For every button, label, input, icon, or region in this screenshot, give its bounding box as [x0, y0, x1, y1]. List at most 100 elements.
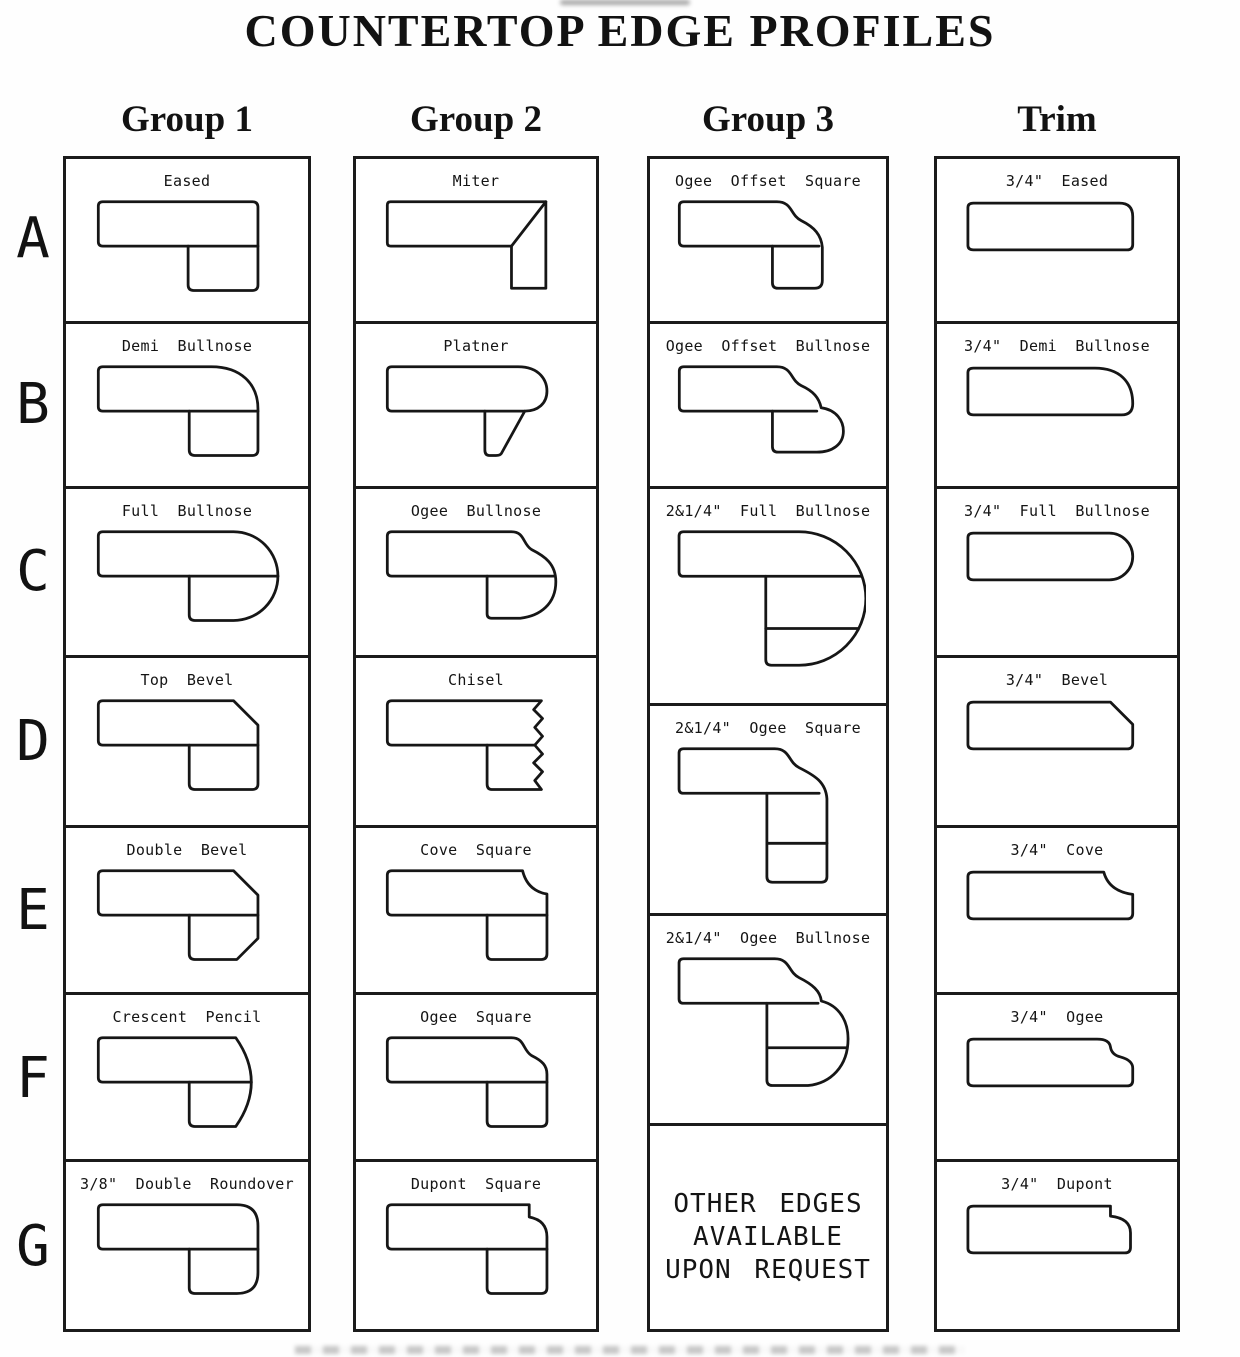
- column-trim: 3/4" Eased 3/4" Demi Bullnose 3/4" Full …: [934, 156, 1180, 1332]
- 2-1-4-full-bullnose-profile-drawing: [677, 530, 866, 667]
- cell-trim-ogee: 3/4" Ogee: [937, 995, 1177, 1162]
- ogee-square-profile-drawing: [385, 1036, 549, 1128]
- double-roundover-profile-drawing: [96, 1203, 260, 1295]
- profile-label: 3/8" Double Roundover: [80, 1174, 294, 1193]
- cell-group1-top-bevel: Top Bevel: [66, 658, 308, 828]
- trim-full-bullnose-profile-drawing: [966, 532, 1135, 582]
- trim-demi-bullnose-profile-drawing: [966, 366, 1135, 417]
- profile-label: Top Bevel: [140, 671, 234, 690]
- profile-label: Full Bullnose: [121, 502, 253, 521]
- profile-label: 3/4" Dupont: [1001, 1174, 1113, 1193]
- chisel-profile-drawing: [385, 699, 544, 792]
- note-line-3: UPON REQUEST: [665, 1254, 871, 1285]
- double-bevel-profile-drawing: [96, 868, 260, 961]
- profile-label: 2&1/4" Ogee Square: [675, 719, 861, 738]
- top-bevel-profile-drawing: [96, 699, 260, 792]
- profile-label: Eased: [163, 172, 211, 190]
- crescent-pencil-profile-drawing: [96, 1036, 253, 1128]
- cell-group1-eased: Eased: [66, 159, 308, 325]
- cell-group2-platner: Platner: [356, 324, 596, 490]
- profile-label: 3/4" Ogee: [1010, 1007, 1104, 1026]
- row-letter-a: A: [16, 206, 50, 271]
- profile-label: Ogee Square: [420, 1007, 532, 1026]
- column-header-group2: Group 2: [410, 99, 542, 140]
- profile-label: Dupont Square: [410, 1174, 542, 1193]
- cell-group1-crescent-pencil: Crescent Pencil: [66, 995, 308, 1162]
- cell-trim-cove: 3/4" Cove: [937, 828, 1177, 995]
- profile-label: 3/4" Eased: [1005, 172, 1109, 190]
- miter-profile-drawing: [385, 200, 548, 290]
- column-group2: Miter Platner Ogee Bullnose Chisel: [353, 156, 599, 1332]
- demi-bullnose-profile-drawing: [96, 365, 260, 457]
- profile-label: Crescent Pencil: [112, 1007, 262, 1026]
- platner-profile-drawing: [385, 365, 549, 457]
- cell-trim-eased: 3/4" Eased: [937, 159, 1177, 325]
- 2-1-4-ogee-bullnose-profile-drawing: [677, 957, 850, 1087]
- row-letter-c: C: [16, 539, 50, 604]
- profile-label: 2&1/4" Full Bullnose: [665, 502, 871, 521]
- cropped-caption-remnant-bottom: [295, 1346, 965, 1354]
- profile-label: Ogee Offset Bullnose: [665, 337, 871, 356]
- profile-label: 3/4" Cove: [1010, 840, 1104, 859]
- profile-label: Ogee Bullnose: [410, 502, 542, 521]
- column-header-group1: Group 1: [121, 99, 253, 140]
- cell-group3-ogee-offset-square: Ogee Offset Square: [650, 159, 886, 325]
- cell-trim-demi-bullnose: 3/4" Demi Bullnose: [937, 324, 1177, 490]
- column-header-trim: Trim: [1017, 99, 1097, 140]
- cell-group1-demi-bullnose: Demi Bullnose: [66, 324, 308, 490]
- note-line-2: AVAILABLE: [693, 1221, 843, 1252]
- cell-group3-2-1-4-full-bullnose: 2&1/4" Full Bullnose: [650, 489, 886, 707]
- cell-group1-double-bevel: Double Bevel: [66, 828, 308, 995]
- cell-group2-cove-square: Cove Square: [356, 828, 596, 995]
- profile-label: 3/4" Demi Bullnose: [964, 337, 1150, 356]
- note-line-1: OTHER EDGES: [673, 1188, 863, 1219]
- column-group3: Ogee Offset Square Ogee Offset Bullnose …: [647, 156, 889, 1332]
- cell-group1-full-bullnose: Full Bullnose: [66, 489, 308, 659]
- cell-group3-2-1-4-ogee-square: 2&1/4" Ogee Square: [650, 706, 886, 916]
- cell-group3-other-edges-note: OTHER EDGES AVAILABLE UPON REQUEST: [650, 1126, 886, 1329]
- profile-label: Miter: [452, 172, 500, 190]
- cell-group2-chisel: Chisel: [356, 658, 596, 828]
- profile-label: 3/4" Full Bullnose: [964, 502, 1150, 521]
- profile-label: Chisel: [448, 671, 504, 690]
- trim-ogee-profile-drawing: [966, 1037, 1135, 1088]
- cell-group3-2-1-4-ogee-bullnose: 2&1/4" Ogee Bullnose: [650, 916, 886, 1126]
- row-letter-b: B: [16, 372, 50, 437]
- cropped-text-remnant-top: [560, 0, 690, 5]
- cell-trim-full-bullnose: 3/4" Full Bullnose: [937, 489, 1177, 659]
- profile-label: Platner: [443, 337, 509, 356]
- ogee-offset-bullnose-profile-drawing: [677, 365, 845, 454]
- profile-label: 3/4" Bevel: [1005, 671, 1109, 690]
- trim-eased-profile-drawing: [966, 201, 1135, 252]
- dupont-square-profile-drawing: [385, 1203, 549, 1295]
- profile-label: Double Bevel: [126, 840, 248, 859]
- cell-group2-miter: Miter: [356, 159, 596, 325]
- column-header-group3: Group 3: [702, 99, 834, 140]
- cell-group3-ogee-offset-bullnose: Ogee Offset Bullnose: [650, 324, 886, 490]
- cell-trim-dupont: 3/4" Dupont: [937, 1162, 1177, 1329]
- cell-trim-bevel: 3/4" Bevel: [937, 658, 1177, 828]
- row-letter-e: E: [16, 878, 50, 943]
- 2-1-4-ogee-square-profile-drawing: [677, 747, 829, 884]
- full-bullnose-profile-drawing: [96, 530, 280, 623]
- trim-dupont-profile-drawing: [966, 1204, 1132, 1255]
- cell-group2-ogee-square: Ogee Square: [356, 995, 596, 1162]
- row-letter-f: F: [16, 1046, 50, 1111]
- cell-group1-double-roundover: 3/8" Double Roundover: [66, 1162, 308, 1329]
- ogee-bullnose-profile-drawing: [385, 530, 558, 620]
- eased-profile-drawing: [96, 200, 260, 292]
- cell-group2-dupont-square: Dupont Square: [356, 1162, 596, 1329]
- profile-label: Ogee Offset Square: [675, 172, 861, 190]
- row-letter-d: D: [16, 709, 50, 774]
- cove-square-profile-drawing: [385, 868, 549, 961]
- column-group1: Eased Demi Bullnose Full Bullnose Top Be…: [63, 156, 311, 1332]
- profile-label: Demi Bullnose: [121, 337, 253, 356]
- ogee-offset-square-profile-drawing: [677, 200, 824, 290]
- profile-label: 2&1/4" Ogee Bullnose: [665, 928, 871, 947]
- trim-cove-profile-drawing: [966, 870, 1135, 920]
- page-title: COUNTERTOP EDGE PROFILES: [244, 5, 996, 56]
- row-letter-g: G: [16, 1214, 50, 1279]
- cell-group2-ogee-bullnose: Ogee Bullnose: [356, 489, 596, 659]
- trim-bevel-profile-drawing: [966, 701, 1135, 751]
